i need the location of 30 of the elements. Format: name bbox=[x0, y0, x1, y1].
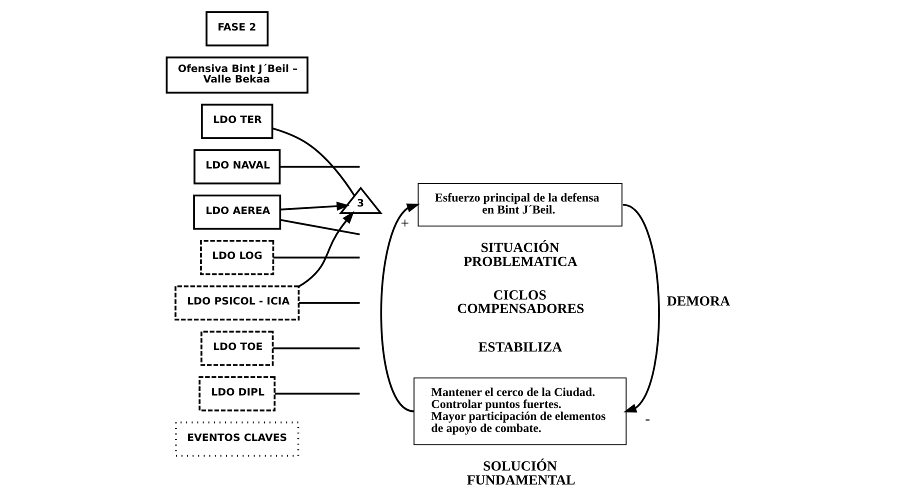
edge-label: - bbox=[645, 411, 650, 428]
node-box: LDO DIPL bbox=[198, 376, 276, 412]
node-box: LDO LOG bbox=[200, 240, 274, 276]
node-box: Mantener el cerco de la Ciudad. Controlar puntos fuertes. Mayor participación de elementos de apoyo de combate. bbox=[414, 378, 627, 446]
node-box: Esfuerzo principal de la defensa en Bint J´Beil. bbox=[418, 183, 622, 227]
arrow bbox=[280, 202, 350, 211]
label: SITUACIÓN PROBLEMATICA bbox=[464, 241, 578, 270]
connector bbox=[272, 347, 360, 350]
connector bbox=[273, 256, 360, 258]
label: ESTABILIZA bbox=[478, 340, 562, 356]
label: SOLUCIÓN FUNDAMENTAL bbox=[466, 460, 576, 488]
node-box: FASE 2 bbox=[206, 11, 269, 46]
node-box: LDO PSICOL - ICIA bbox=[174, 285, 300, 321]
node-box: EVENTOS CLAVES bbox=[175, 422, 300, 457]
node-box: Ofensiva Bint J´Beil – Valle Bekaa bbox=[166, 56, 308, 94]
connector bbox=[280, 166, 360, 168]
arrow bbox=[622, 204, 660, 412]
arrow bbox=[298, 210, 354, 288]
connector bbox=[272, 128, 356, 196]
node-box: LDO TER bbox=[200, 104, 274, 139]
label: CICLOS COMPENSADORES bbox=[457, 288, 584, 318]
node-box: LDO NAVAL bbox=[194, 149, 281, 184]
node-box: LDO TOE bbox=[200, 330, 274, 366]
connector bbox=[298, 302, 360, 304]
node-box: LDO AEREA bbox=[193, 194, 282, 230]
connector bbox=[274, 392, 360, 395]
arrow bbox=[380, 204, 420, 412]
label: DEMORA bbox=[666, 294, 730, 310]
connector bbox=[280, 218, 360, 236]
edge-label: + bbox=[400, 216, 410, 232]
